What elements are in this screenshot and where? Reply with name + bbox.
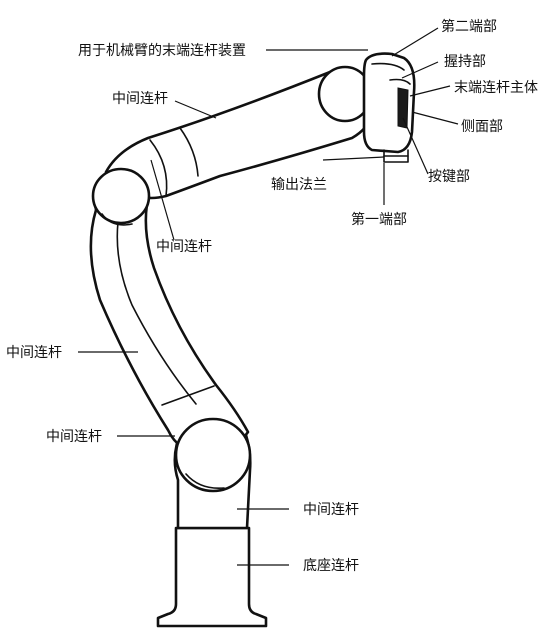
label-grip: 握持部 xyxy=(444,54,486,70)
label-first-end: 第一端部 xyxy=(351,211,407,228)
label-base-link: 底座连杆 xyxy=(303,558,359,574)
leader-lines xyxy=(78,27,459,566)
label-middle-link-5: 中间连杆 xyxy=(303,502,359,518)
label-end-link-device: 用于机械臂的末端连杆装置 xyxy=(78,43,246,59)
label-output-flange: 输出法兰 xyxy=(271,177,327,193)
label-second-end: 第二端部 xyxy=(441,18,497,35)
elbow-joint xyxy=(91,167,151,226)
label-middle-link-1: 中间连杆 xyxy=(112,91,168,107)
label-middle-link-2: 中间连杆 xyxy=(156,239,212,255)
end-link-device-shape xyxy=(362,52,416,163)
lower-joint xyxy=(174,417,252,493)
label-middle-link-4: 中间连杆 xyxy=(46,429,102,445)
label-middle-link-3: 中间连杆 xyxy=(6,345,62,361)
label-button: 按键部 xyxy=(428,169,470,185)
base-link-shape xyxy=(156,526,268,628)
label-end-link-body: 末端连杆主体 xyxy=(454,80,538,96)
label-side: 侧面部 xyxy=(461,119,503,135)
